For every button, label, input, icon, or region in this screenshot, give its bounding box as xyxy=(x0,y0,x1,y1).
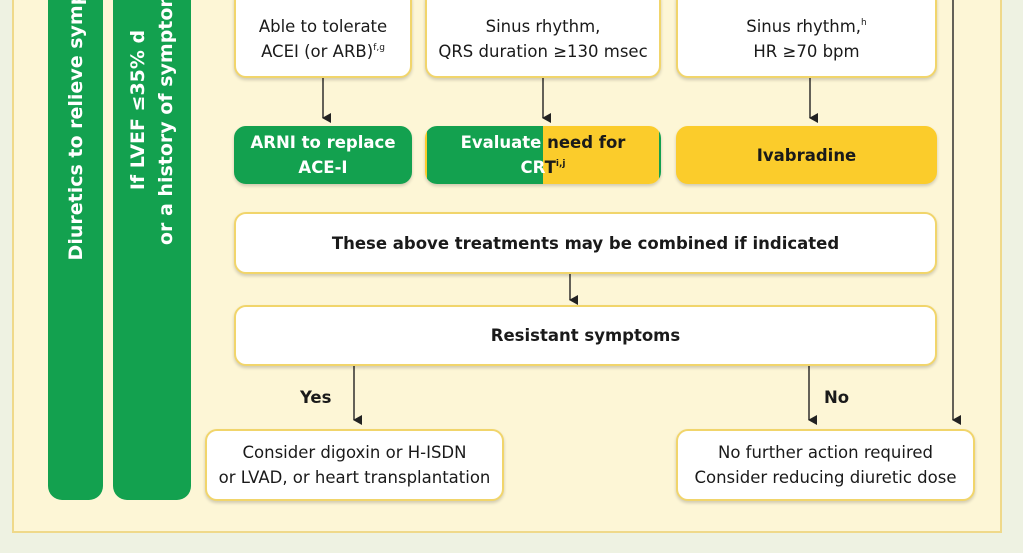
yes-label: Yes xyxy=(300,388,332,407)
no-further-action-box: No further action required Consider redu… xyxy=(676,429,975,501)
digoxin-line-1: Consider digoxin or H-ISDN xyxy=(242,443,467,462)
crt-line-1: Evaluate need for xyxy=(460,133,626,152)
crt-line-2: CRTi,j xyxy=(520,158,566,177)
digoxin-box: Consider digoxin or H-ISDN or LVAD, or h… xyxy=(205,429,504,501)
no-label: No xyxy=(824,388,850,407)
arni-box: ARNI to replace ACE-I xyxy=(234,126,412,184)
sinus-qrs-line-2: QRS duration ≥130 msec xyxy=(438,42,648,61)
acei-line-2: ACEI (or ARB)f,g xyxy=(261,42,385,61)
sinus-qrs-box: Sinus rhythm, QRS duration ≥130 msec xyxy=(425,0,661,78)
no-further-line-1: No further action required xyxy=(717,443,933,462)
lvef-bar: If LVEF ≤35% d or a history of symptoma xyxy=(113,0,191,500)
acei-line-1: Able to tolerate xyxy=(258,17,388,36)
combined-label: These above treatments may be combined i… xyxy=(331,233,840,253)
ivabradine-box: Ivabradine xyxy=(676,126,937,184)
bottom-strip xyxy=(0,540,1023,553)
digoxin-line-2: or LVAD, or heart transplantation xyxy=(218,468,491,487)
sinus-hr-line-1: Sinus rhythm,h xyxy=(746,17,867,36)
resistant-label: Resistant symptoms xyxy=(490,326,681,345)
sinus-qrs-line-1: Sinus rhythm, xyxy=(485,17,601,36)
crt-box: Evaluate need for CRTi,j xyxy=(425,126,661,184)
ivabradine-label: Ivabradine xyxy=(756,145,857,165)
sinus-hr-box: Sinus rhythm,h HR ≥70 bpm xyxy=(676,0,937,78)
resistant-symptoms-box: Resistant symptoms xyxy=(234,305,937,366)
acei-tolerance-box: Able to tolerate ACEI (or ARB)f,g xyxy=(234,0,412,78)
diuretics-bar: Diuretics to relieve sympto xyxy=(48,0,103,500)
no-further-line-2: Consider reducing diuretic dose xyxy=(694,468,957,487)
combined-treatments-box: These above treatments may be combined i… xyxy=(234,212,937,274)
arni-line-2: ACE-I xyxy=(298,158,348,177)
arni-line-1: ARNI to replace xyxy=(250,133,396,152)
sinus-hr-line-2: HR ≥70 bpm xyxy=(753,42,860,61)
